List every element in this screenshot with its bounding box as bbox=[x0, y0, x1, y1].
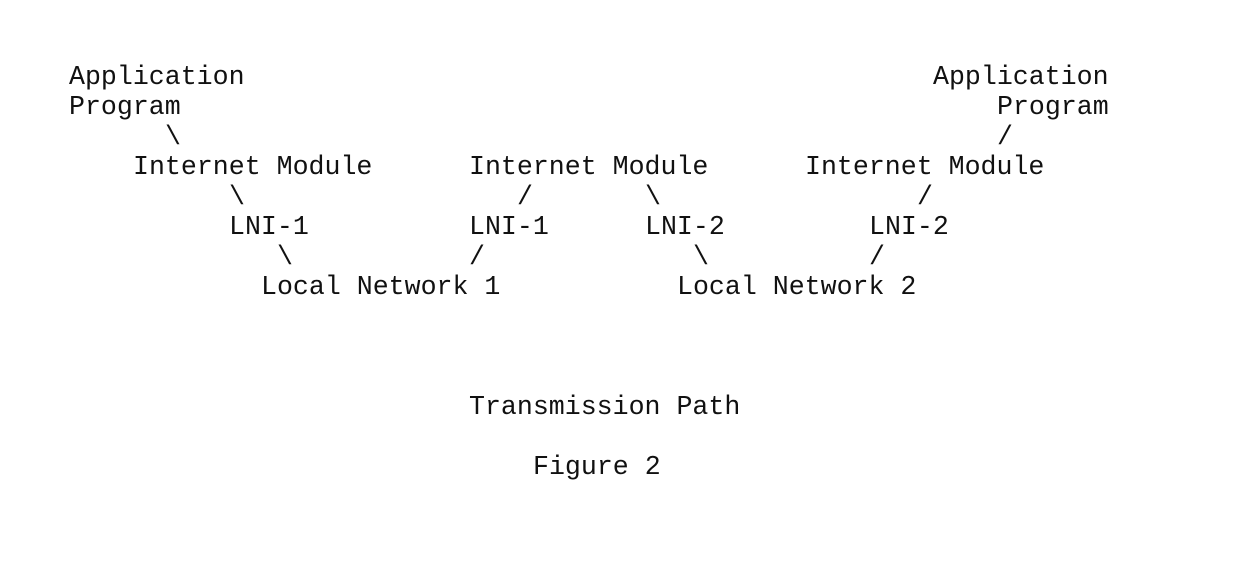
gateway-lni2-network-link: \ bbox=[693, 242, 709, 272]
right-module-lni-link: / bbox=[917, 182, 933, 212]
left-lni-1: LNI-1 bbox=[229, 212, 309, 242]
right-lni-2: LNI-2 bbox=[869, 212, 949, 242]
left-module-lni-link: \ bbox=[229, 182, 245, 212]
local-network-1: Local Network 1 bbox=[261, 272, 501, 302]
gateway-lni-1: LNI-1 bbox=[469, 212, 549, 242]
gateway-internet-module: Internet Module bbox=[469, 152, 709, 182]
left-internet-module: Internet Module bbox=[133, 152, 373, 182]
local-network-2: Local Network 2 bbox=[677, 272, 917, 302]
right-app-module-link: / bbox=[997, 122, 1013, 152]
left-application-label: Application bbox=[69, 62, 245, 92]
left-lni-network-link: \ bbox=[277, 242, 293, 272]
gateway-lni-2: LNI-2 bbox=[645, 212, 725, 242]
right-internet-module: Internet Module bbox=[805, 152, 1045, 182]
gateway-left-link: / bbox=[517, 182, 533, 212]
right-lni-network-link: / bbox=[869, 242, 885, 272]
left-program-label: Program bbox=[69, 92, 181, 122]
left-app-module-link: \ bbox=[165, 122, 181, 152]
gateway-right-link: \ bbox=[645, 182, 661, 212]
right-application-label: Application bbox=[933, 62, 1109, 92]
diagram-caption: Transmission Path bbox=[469, 392, 741, 422]
gateway-lni1-network-link: / bbox=[469, 242, 485, 272]
right-program-label: Program bbox=[997, 92, 1109, 122]
figure-number: Figure 2 bbox=[533, 452, 661, 482]
